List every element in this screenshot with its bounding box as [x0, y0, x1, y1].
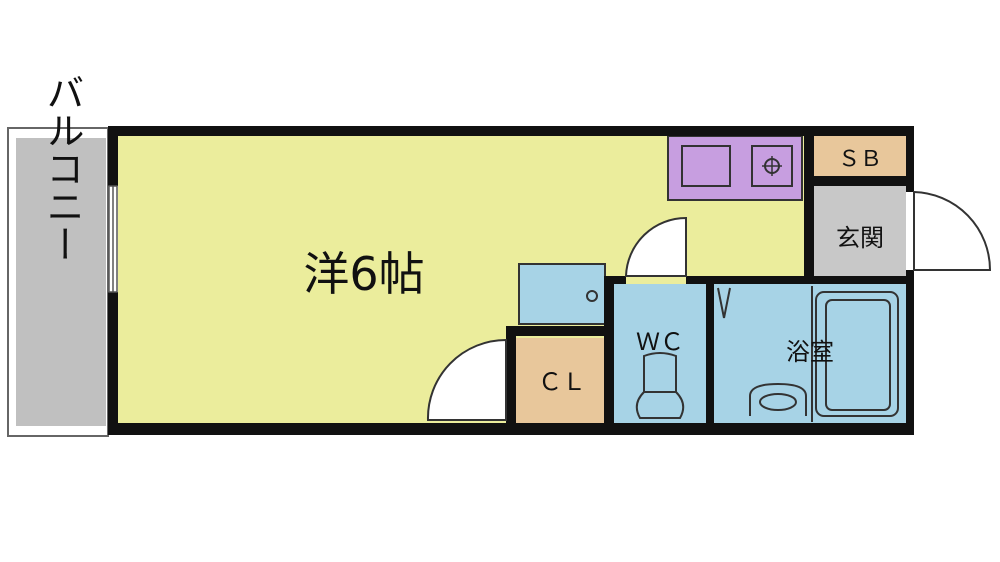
wash-basin [749, 382, 807, 416]
balcony-floor [16, 138, 106, 426]
toilet-label: ＷＣ [636, 328, 684, 356]
closet-door [426, 338, 507, 421]
entrance-floor [814, 186, 906, 276]
bathroom-label: 浴室 [786, 338, 834, 366]
toilet-fixture [635, 352, 685, 419]
balcony: バルコニー [7, 73, 109, 437]
toilet-door [624, 216, 687, 277]
western-room-label: 洋6帖 [303, 247, 424, 301]
shoe-box-label: ＳＢ [838, 147, 882, 172]
balcony-label: バルコニー [40, 73, 84, 263]
entrance-label: 玄関 [836, 224, 884, 252]
walls [108, 126, 914, 435]
closet-floor [516, 338, 606, 423]
closet-label: ＣＬ [538, 368, 586, 396]
shoe-box [814, 136, 906, 176]
kitchen-counter [667, 135, 803, 201]
washer-space [518, 263, 606, 325]
bathtub [815, 291, 899, 417]
drain-icon [586, 290, 598, 302]
stove [751, 145, 793, 187]
window [108, 185, 118, 293]
bathroom-door [717, 287, 731, 319]
sink [681, 145, 731, 187]
entrance-door [913, 190, 992, 271]
